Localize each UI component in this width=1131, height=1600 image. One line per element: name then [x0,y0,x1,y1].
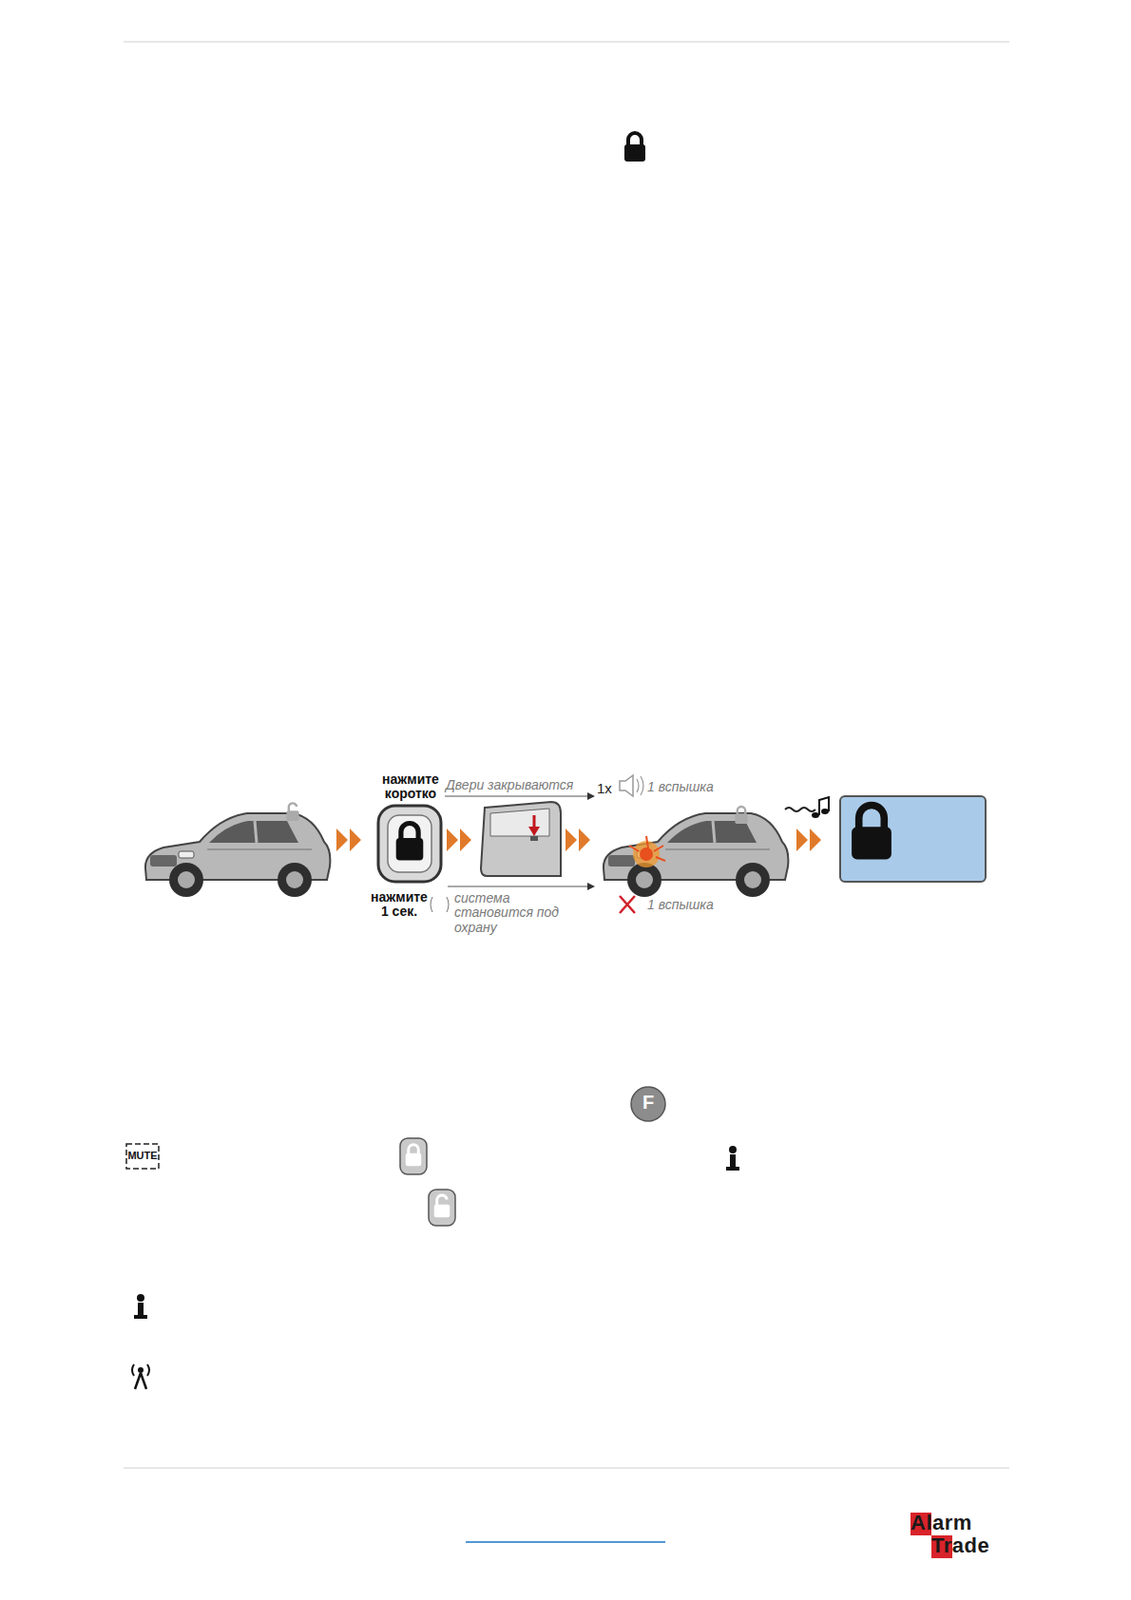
car-unlocked [145,813,330,898]
logo-text: Trade [931,1534,1027,1558]
unlock-button-icon [428,1189,456,1227]
icon-label: F [636,1092,660,1113]
locked-mark [734,806,748,825]
cancel-cross [619,896,635,914]
result-label: 1 вспышка [647,780,752,795]
lock-icon [619,126,651,167]
header-rule [123,41,1010,43]
flow-arrow [447,882,595,891]
arrow-label: система становится под охрану [454,891,588,936]
flow-chevron [336,828,362,852]
result-label: 1 вспышка [647,898,752,913]
link-underline [465,1541,666,1544]
lock-button-icon [400,1138,427,1175]
remote-button [378,805,441,882]
person-icon [134,1294,148,1320]
count-label: 1x [596,781,620,798]
antenna-icon [132,1364,150,1390]
f-button-icon [631,1087,666,1122]
person-icon [726,1146,740,1171]
flow-chevron [565,828,591,852]
logo-text: Alarm [910,1512,1006,1535]
horn-icon [619,775,644,797]
car-locked [603,813,788,898]
action-label: нажмите 1 сек. [366,890,432,921]
footer-rule [123,1468,1010,1470]
arrow-label: Двери закрываются [445,778,589,793]
lcd-screen [840,796,986,882]
flow-chevron [446,828,472,852]
note-icon [430,897,449,913]
light-flash [629,836,666,868]
unlocked-mark [286,803,299,822]
door-lock [480,802,561,877]
flow-arrow [444,792,595,801]
mute-icon [126,1144,159,1170]
icon-label: MUTE [126,1150,159,1162]
flow-chevron [796,828,822,852]
action-label: нажмите коротко [372,772,449,803]
melody-note [785,797,829,819]
